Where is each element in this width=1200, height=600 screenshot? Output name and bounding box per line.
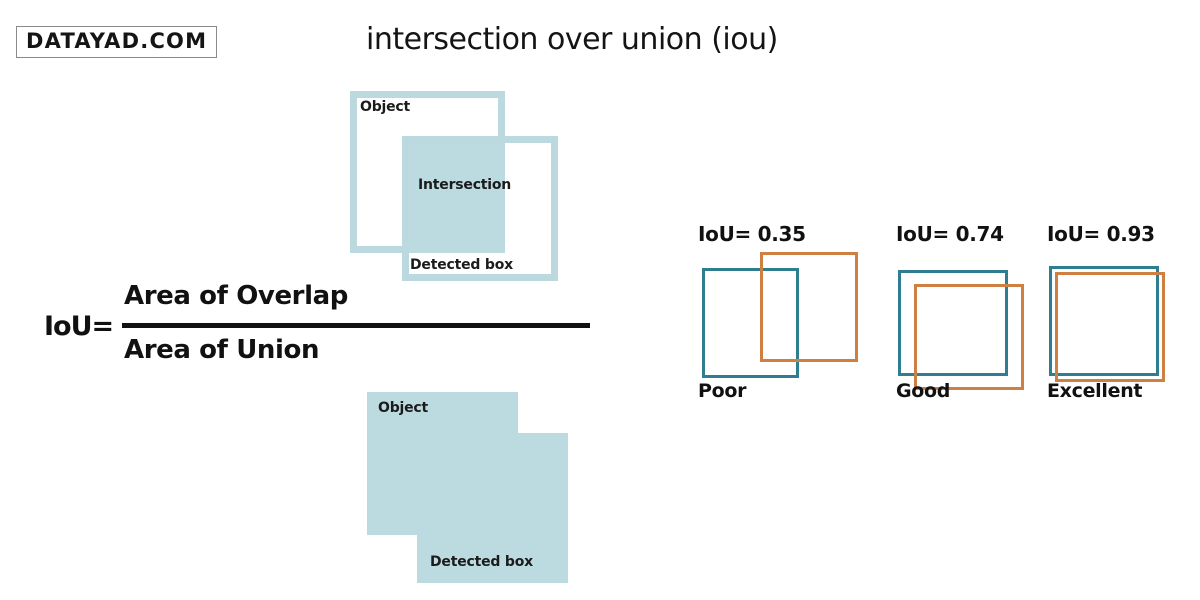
formula-lhs: IoU=	[44, 311, 114, 342]
formula-denominator: Area of Union	[124, 335, 320, 365]
ground-truth-box	[898, 270, 1008, 376]
iou-value-label: IoU= 0.35	[698, 222, 806, 246]
detected-box-label: Detected box	[410, 257, 513, 273]
formula-fraction-bar	[122, 323, 590, 328]
ground-truth-box	[1049, 266, 1159, 376]
iou-quality-label: Good	[896, 380, 951, 402]
iou-quality-label: Poor	[698, 380, 747, 402]
iou-value-label: IoU= 0.93	[1047, 222, 1155, 246]
iou-quality-label: Excellent	[1047, 380, 1143, 402]
iou-formula: IoU= Area of Overlap Area of Union	[44, 275, 604, 385]
iou-example-excellent: IoU= 0.93 Excellent	[1047, 222, 1200, 407]
iou-example-good: IoU= 0.74 Good	[896, 222, 1066, 407]
intersection-label: Intersection	[418, 177, 512, 193]
union-detected-box-label: Detected box	[430, 554, 533, 570]
intersection-diagram	[340, 80, 590, 295]
predicted-box	[1055, 272, 1165, 382]
iou-value-label: IoU= 0.74	[896, 222, 1004, 246]
object-label: Object	[360, 99, 411, 115]
page-title: intersection over union (iou)	[366, 22, 778, 57]
intersection-region-fill	[403, 136, 505, 253]
predicted-box	[760, 252, 858, 362]
union-object-label: Object	[378, 400, 429, 416]
union-region-shape	[367, 392, 568, 583]
ground-truth-box	[702, 268, 799, 378]
union-diagram	[360, 385, 580, 590]
formula-numerator: Area of Overlap	[124, 281, 348, 311]
site-logo: DATAYAD.COM	[16, 26, 218, 58]
predicted-box	[914, 284, 1024, 390]
detected-box-outline	[402, 136, 558, 281]
iou-example-poor: IoU= 0.35 Poor	[698, 222, 868, 407]
site-logo-text: DATAYAD.COM	[26, 29, 208, 53]
